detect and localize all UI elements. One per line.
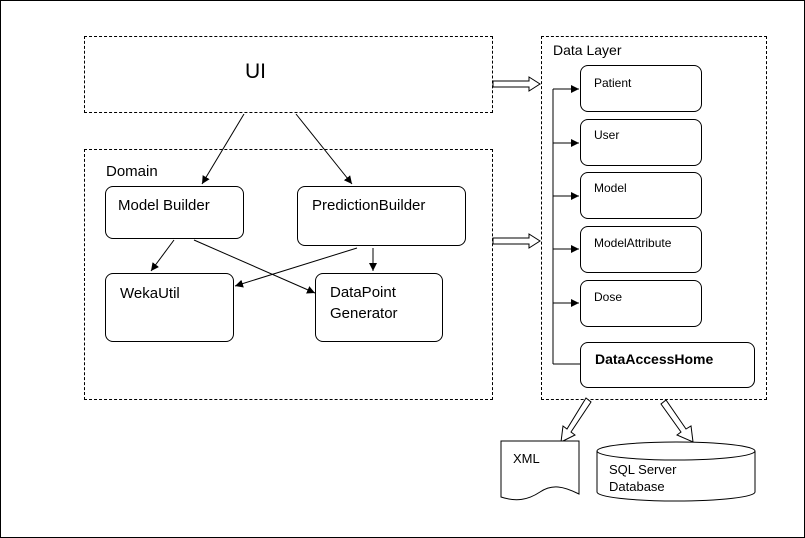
- arrow-model-builder-to-wekautil: [150, 239, 175, 272]
- sql-database-top: [596, 441, 756, 461]
- entity-model: [580, 172, 702, 219]
- entity-dose: [580, 280, 702, 327]
- xml-label: XML: [513, 451, 540, 466]
- data-layer-label: Data Layer: [553, 42, 622, 58]
- ui-layer: [84, 36, 493, 113]
- hollow-arrow-ui-to-data-layer: [492, 76, 541, 92]
- prediction-builder-label: PredictionBuilder: [312, 197, 426, 214]
- xml-document-shape: [500, 440, 580, 501]
- entity-modelattribute: [580, 226, 702, 273]
- sql-database-cylinder: [596, 451, 756, 502]
- weka-util-label: WekaUtil: [120, 285, 180, 302]
- model-builder-label: Model Builder: [118, 197, 210, 214]
- ui-layer-label: UI: [245, 60, 266, 83]
- arrow-ui-to-prediction-builder: [295, 113, 353, 185]
- hollow-arrow-domain-to-data-layer: [492, 233, 541, 249]
- data-layer: [541, 36, 767, 400]
- datapoint-generator-label: DataPoint Generator: [330, 284, 398, 322]
- data-access-home-label: DataAccessHome: [595, 351, 714, 367]
- hollow-arrow-to-xml: [560, 397, 592, 443]
- domain-layer: [84, 149, 493, 400]
- entity-user: [580, 119, 702, 166]
- domain-layer-label: Domain: [106, 163, 158, 180]
- entity-model-label: Model: [594, 181, 627, 195]
- data-access-home-box: [580, 342, 755, 388]
- datapoint-generator-box: [315, 273, 443, 342]
- model-builder-box: [105, 186, 244, 239]
- weka-util-box: [105, 273, 234, 342]
- entity-user-label: User: [594, 128, 620, 142]
- sql-server-label: SQL Server Database: [609, 462, 677, 494]
- entity-patient-label: Patient: [594, 76, 632, 90]
- prediction-builder-box: [297, 186, 466, 246]
- arrow-prediction-builder-to-wekautil: [234, 247, 358, 288]
- entity-dose-label: Dose: [594, 290, 623, 304]
- entity-modelattribute-label: ModelAttribute: [594, 236, 672, 250]
- arrow-ui-to-model-builder: [201, 113, 245, 185]
- arrow-model-builder-to-datapoint: [193, 239, 316, 294]
- entity-patient: [580, 65, 702, 112]
- hollow-arrow-to-sql: [660, 399, 694, 443]
